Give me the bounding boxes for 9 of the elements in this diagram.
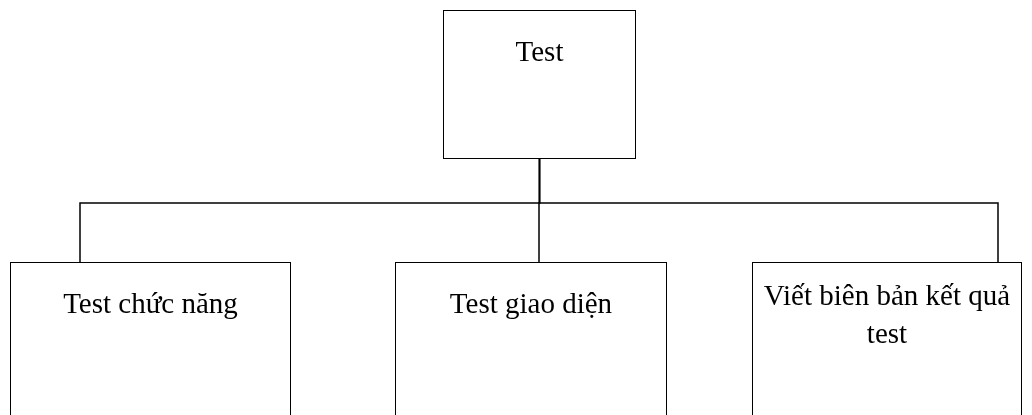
- task-box: [752, 262, 1022, 415]
- node-label: Test giao diện: [448, 286, 614, 321]
- task-box: [395, 262, 667, 415]
- node-label: Test chức năng: [62, 286, 239, 321]
- connector-line: [538, 158, 999, 263]
- node-label: Viết biên bản kết quả test: [762, 278, 1012, 351]
- root-box: [443, 10, 636, 159]
- task-box: [10, 262, 291, 415]
- node-label: Test: [514, 34, 565, 69]
